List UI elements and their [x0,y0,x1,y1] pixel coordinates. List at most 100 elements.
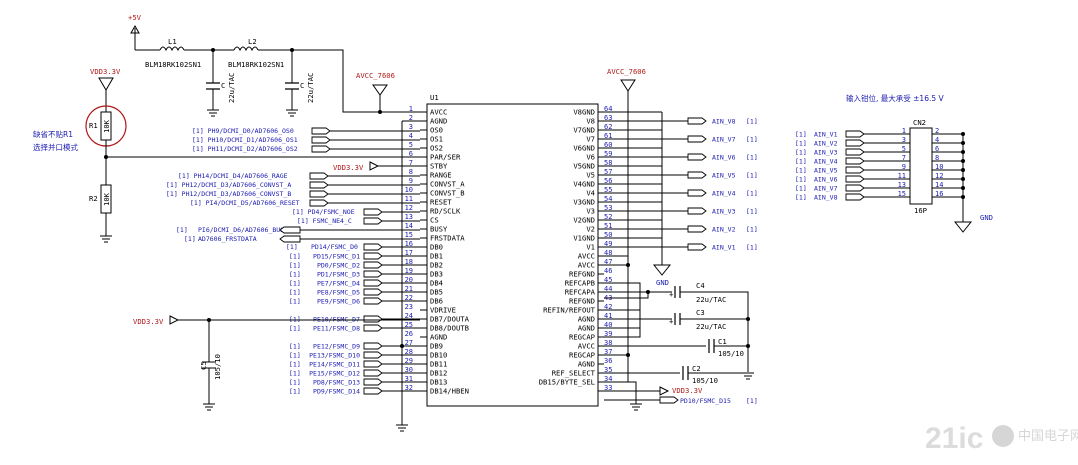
ain-tag: [1] [746,118,758,126]
ain-label: AIN_V4 [712,190,736,198]
avcc-arrow-a [372,84,388,96]
ain-tag: [1] [746,136,758,144]
cn2-tag: [1] [795,167,807,175]
u1-pin-name: V7GND [573,126,595,135]
u1-pin-number: 31 [405,375,413,383]
cn2-ref: CN2 [913,118,926,127]
u1-pin-name: STBY [430,162,448,171]
cn2-label: AIN_V4 [814,158,838,166]
db-tag: [1] [289,343,301,351]
cn2-label: AIN_V8 [814,194,838,202]
r1-value: 10K [102,119,111,133]
cap-a-symbol [206,82,220,90]
cn2-pin-right: 10 [935,163,943,171]
port-conva [309,181,329,189]
junction [626,263,630,267]
u1-pin-name: DB12 [430,369,447,378]
port-os0 [311,127,331,135]
port-frst [279,235,301,243]
u1-pin-name: V2 [586,225,595,234]
note-parallel: 选择并口模式 [33,142,78,152]
c4-plus: + [669,290,674,299]
junction [626,353,630,357]
u1-pin-name: REF_SELECT [552,369,596,378]
u1-pin-name: REGCAP [569,351,595,360]
u1-pin-name: CS [430,216,439,225]
u1-pin-number: 16 [405,240,413,248]
vdd-mid-label: VDD3.3V [333,163,364,172]
db-tag: [1] [289,298,301,306]
u1-pin-name: V3 [586,207,595,216]
net-d15: PD10/FSMC_D15 [680,397,731,405]
u1-pin-name: OS1 [430,135,443,144]
db-tag: [1] [289,370,301,378]
db-port [363,351,383,359]
port-db15 [659,396,679,404]
ain-port [687,225,707,233]
u1-pin-name: AGND [578,324,595,333]
cn2-port [845,148,865,156]
c2-value: 105/10 [692,376,718,385]
u1-pin-name: V1GND [573,234,595,243]
c4-capacitor [674,286,681,298]
vgnd-ground-symbol [652,264,672,276]
u1-pin-number: 6 [409,150,413,158]
cn2-label: AIN_V5 [814,167,838,175]
c5-value: 105/10 [213,354,222,380]
wire [680,291,749,372]
ain-tag: [1] [746,208,758,216]
vdd-cap-label: VDD3.3V [133,317,164,326]
cn2-pin-right: 6 [935,145,939,153]
junction [746,344,750,348]
net-frst: AD7606_FRSTDATA [198,235,257,243]
u1-pin-name: REFCAPB [565,279,595,288]
u1-pin-name: DB2 [430,261,443,270]
u1-pin-name: V4GND [573,180,595,189]
u1-pin-number: 40 [604,321,612,329]
u1-pin-name: REFCAPA [565,288,596,297]
ain-label: AIN_V3 [712,208,736,216]
u1-ref: U1 [430,93,439,102]
db-net: PD0/FSMC_D2 [317,262,360,270]
u1-pin-name: DB7/DOUTA [430,315,470,324]
u1-pin-name: FRSTDATA [430,234,465,243]
u1-pin-name: AVCC [578,261,595,270]
u1-pin-number: 47 [604,258,612,266]
u1-pin-number: 46 [604,267,612,275]
agnd-bus [401,120,420,425]
u1-pin-number: 57 [604,168,612,176]
net-db0-tag: [1] [286,243,298,251]
c1-value: 105/10 [718,349,744,358]
c3-capacitor [674,313,681,325]
gnd-right-label: GND [656,278,669,287]
u1-pin-number: 58 [604,159,612,167]
u1-pin-number: 26 [405,330,413,338]
u1-pin-name: REFGND [569,270,595,279]
port-convb [309,190,329,198]
u1-pin-name: AVCC [578,342,595,351]
ain-tag: [1] [746,226,758,234]
cn2-label: AIN_V1 [814,131,838,139]
ain-port [687,207,707,215]
db-tag: [1] [289,271,301,279]
vdd-left-label: VDD3.3V [90,67,121,76]
db-tag: [1] [289,289,301,297]
u1-pin-number: 2 [409,114,413,122]
u1-pin-name: V4 [586,189,595,198]
db-tag: [1] [289,388,301,396]
u1-pin-name: REFGND [569,297,595,306]
net-reset: [1] PI4/DCMI_D5/AD7606_RESET [190,199,300,207]
cn2-pin-left: 15 [898,190,906,198]
db-tag: [1] [289,361,301,369]
db-port [363,252,383,260]
cn2-body [909,127,933,205]
u1-pin-number: 15 [405,231,413,239]
avcc-arrow-b [620,79,636,92]
db-tag: [1] [289,280,301,288]
u1-pin-number: 52 [604,213,612,221]
u1-pin-number: 24 [405,312,413,320]
watermark-badge [992,425,1014,447]
db-port [363,360,383,368]
c2-ref: C2 [692,364,701,373]
